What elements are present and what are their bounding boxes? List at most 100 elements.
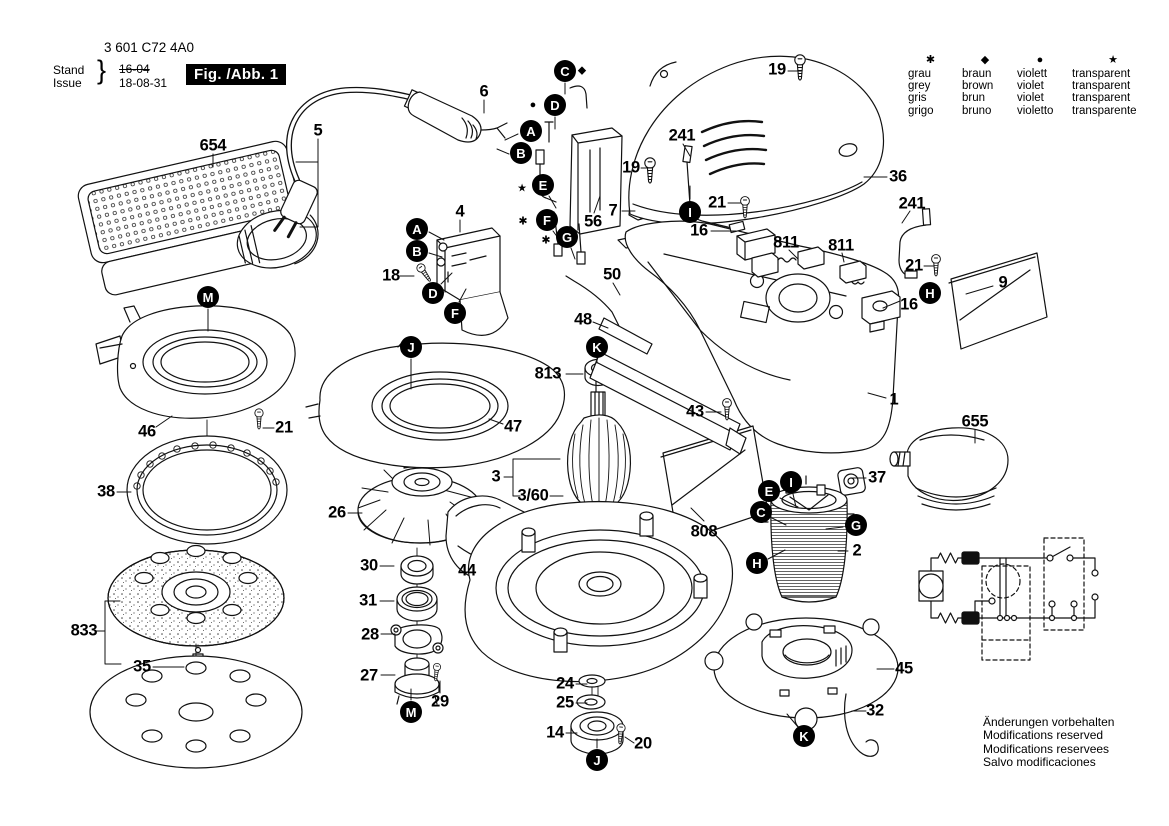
carbon-brush-811-left	[777, 246, 825, 270]
flange-28	[390, 624, 444, 655]
callout-letter-I-17: I	[780, 471, 802, 493]
part-label-28-34: 28	[361, 625, 379, 644]
part-label-7-6: 7	[608, 201, 618, 220]
legend-term-3-3: transparente	[1072, 104, 1137, 117]
bearing-plate-45	[704, 613, 899, 731]
part-label-37-21: 37	[868, 468, 886, 487]
part-number: 3 601 C72 4A0	[104, 40, 195, 55]
callout-letter-H-20: H	[746, 552, 768, 574]
part-label-26-31: 26	[328, 503, 346, 522]
callout-letter-F-10: F	[444, 302, 466, 324]
legend-term-0-1: grey	[908, 80, 931, 93]
legend-term-1-1: brown	[962, 80, 994, 93]
part-label-2-23: 2	[852, 541, 862, 560]
screw-21-right	[931, 254, 941, 277]
legend-symbol-0: ✱	[925, 54, 936, 66]
cover-46	[95, 305, 296, 419]
part-label-16-11: 16	[690, 221, 708, 240]
washer-24	[578, 674, 606, 688]
part-label-36-17: 36	[889, 167, 907, 186]
part-label-3-39: 3	[491, 467, 501, 486]
wire-50	[565, 275, 621, 329]
part-label-43-44: 43	[686, 402, 704, 421]
cover-47	[305, 337, 566, 469]
color-symbol-mark-2: ★	[517, 182, 527, 195]
part-label-3-60-40: 3/60	[517, 486, 549, 505]
callout-letter-C-2: C	[554, 60, 576, 82]
issue-label: Issue	[53, 76, 82, 90]
part-label-45-24: 45	[895, 659, 913, 678]
figure-label: Fig. /Abb. 1	[186, 64, 287, 85]
switch-4	[436, 227, 509, 336]
callout-letter-G-6: G	[556, 226, 578, 248]
part-label-808-22: 808	[690, 522, 718, 541]
washer-25	[576, 694, 606, 710]
legend-symbol-3: ★	[1108, 54, 1118, 66]
part-label-241-14: 241	[898, 194, 926, 213]
callout-letter-F-5: F	[536, 209, 558, 231]
callout-letter-A-0: A	[520, 120, 542, 142]
legend-term-2-3: violetto	[1017, 104, 1054, 117]
part-label-20-48: 20	[634, 734, 652, 753]
part-label-24-45: 24	[556, 674, 574, 693]
part-label-19-8: 19	[768, 60, 786, 79]
part-label-6-2: 6	[479, 82, 489, 101]
callout-letter-H-15: H	[919, 282, 941, 304]
sanding-pad-833	[107, 544, 285, 647]
part-label-21-15: 21	[905, 256, 923, 275]
part-label-21-10: 21	[708, 193, 726, 212]
legend-term-3-1: transparent	[1072, 80, 1131, 93]
footer-note-1: Modifications reserved	[983, 728, 1104, 743]
part-label-38-28: 38	[97, 482, 115, 501]
part-label-1-19: 1	[889, 390, 899, 409]
part-label-18-4: 18	[382, 266, 400, 285]
callout-letter-B-1: B	[510, 142, 532, 164]
callout-letter-J-23: J	[586, 749, 608, 771]
part-label-241-9: 241	[668, 126, 696, 145]
part-label-16-16: 16	[900, 295, 918, 314]
legend-symbol-2: ●	[1036, 54, 1044, 66]
top-cover-36	[628, 55, 885, 225]
color-symbol-mark-0: ◆	[577, 64, 587, 77]
part-label-655-20: 655	[961, 412, 989, 431]
footer-note-2: Modifications reservees	[983, 741, 1110, 756]
legend-term-0-0: grau	[908, 68, 932, 80]
callout-letter-C-18: C	[750, 501, 772, 523]
part-label-813-41: 813	[534, 364, 562, 383]
callout-letter-M-22: M	[400, 701, 422, 723]
cord-grommet-6	[403, 89, 508, 143]
footer-note-3: Salvo modificaciones	[983, 754, 1096, 769]
lower-housing-44	[445, 495, 734, 683]
adapter-655	[889, 427, 1009, 511]
power-cord-5	[273, 86, 417, 239]
legend-term-1-3: bruno	[962, 104, 992, 117]
callout-letter-D-9: D	[422, 282, 444, 304]
part-label-44-38: 44	[458, 561, 476, 580]
part-label-30-32: 30	[360, 556, 378, 575]
wire-clip-32	[843, 693, 879, 757]
leader-lines	[95, 70, 994, 749]
part-label-56-5: 56	[584, 212, 602, 231]
part-label-19-7: 19	[622, 158, 640, 177]
button-37	[837, 467, 866, 496]
legend-term-2-2: violet	[1017, 92, 1044, 105]
screw-21-cover	[254, 408, 264, 430]
stand-date-old: 16-04	[119, 62, 150, 76]
main-housing-1	[617, 220, 900, 454]
color-symbol-mark-4: ✱	[541, 234, 551, 247]
issue-date: 18-08-31	[119, 76, 168, 90]
legend-term-0-3: grigo	[908, 104, 934, 117]
part-label-32-25: 32	[866, 701, 884, 720]
part-label-5-1: 5	[313, 121, 323, 140]
part-label-25-46: 25	[556, 693, 574, 712]
carbon-brush-811-right	[839, 260, 867, 285]
callout-letter-K-21: K	[793, 725, 815, 747]
part-label-654-0: 654	[199, 136, 227, 155]
bearing-31	[396, 586, 438, 622]
ring-38	[126, 435, 288, 545]
part-label-46-26: 46	[138, 422, 156, 441]
